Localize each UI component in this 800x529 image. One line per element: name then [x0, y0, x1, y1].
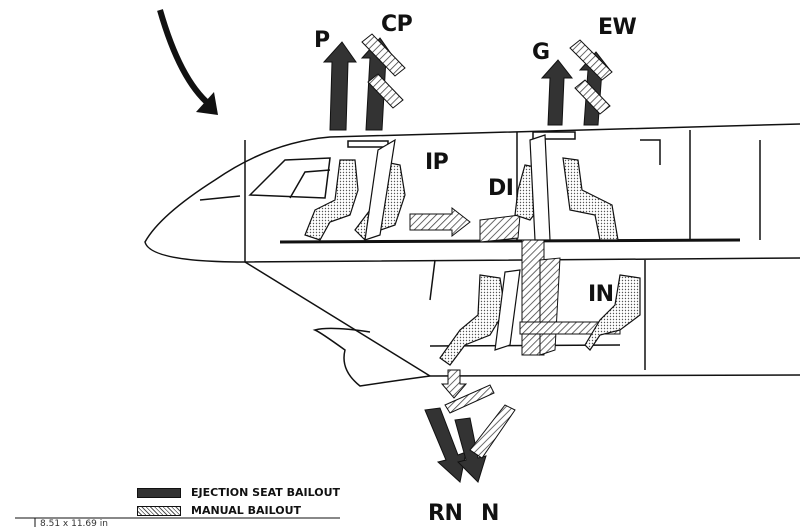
ejection-swatch	[137, 487, 181, 498]
label-in: IN	[588, 282, 614, 307]
label-ip: IP	[425, 150, 449, 175]
manual-arrow-ip	[409, 206, 471, 238]
ejection-arrow-g	[540, 59, 574, 126]
ejection-arrow-ew	[578, 51, 612, 126]
label-gunner: G	[532, 40, 550, 65]
legend-manual: MANUAL BAILOUT	[137, 504, 301, 517]
label-ew: EW	[598, 15, 637, 40]
label-rn: RN	[428, 501, 463, 526]
legend-ejection: EJECTION SEAT BAILOUT	[137, 486, 340, 499]
legend-manual-label: MANUAL BAILOUT	[191, 504, 302, 517]
legend-ejection-label: EJECTION SEAT BAILOUT	[191, 486, 340, 499]
page-size-label: 8.51 x 11.69 in	[40, 519, 108, 529]
ejection-arrow-p	[322, 41, 357, 131]
fuselage-outline	[144, 123, 800, 263]
label-copilot: CP	[381, 12, 413, 37]
label-n: N	[481, 501, 499, 526]
label-pilot: P	[314, 28, 330, 53]
manual-swatch	[137, 505, 181, 516]
curved-arrow	[157, 9, 212, 108]
label-di: DI	[488, 176, 514, 201]
